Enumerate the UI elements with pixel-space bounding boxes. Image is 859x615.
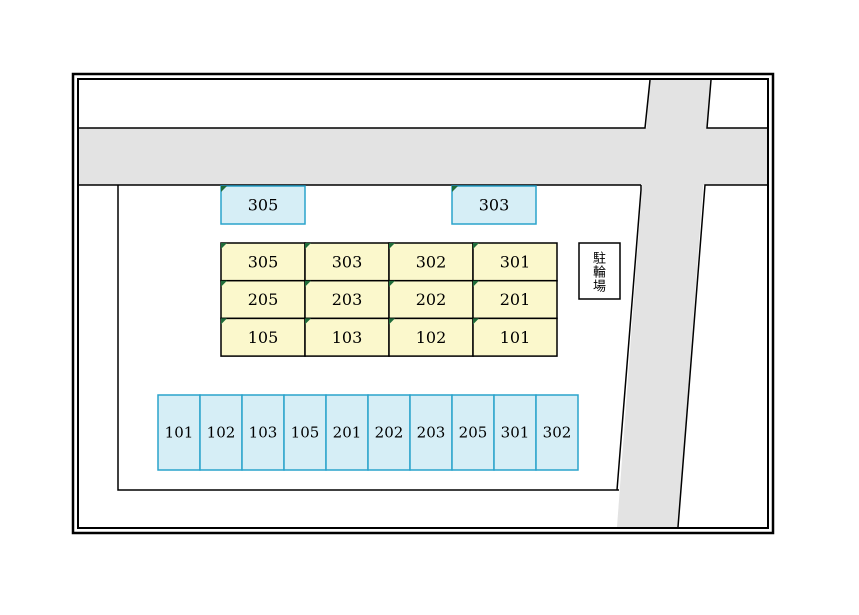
unit-cell-label: 101 (500, 328, 531, 347)
bike-parking-char-3: 場 (593, 280, 606, 295)
bottom-parking-space-box (367, 394, 411, 471)
bottom-parking-spaces: 101 102 103 105 201 202 203 205 301 302 (157, 394, 579, 471)
bike-parking: 駐 輪 場 (578, 242, 621, 300)
bottom-parking-space: 102 (199, 394, 243, 471)
top-parking-space-corner-mark (221, 186, 227, 192)
top-parking-space: 305 (220, 185, 306, 225)
unit-cell: 205 (220, 279, 306, 320)
top-parking-space-corner-mark (452, 186, 458, 192)
unit-cell-box (220, 242, 306, 282)
roads (79, 79, 767, 528)
unit-cell-corner-mark (305, 243, 311, 249)
unit-cell-label: 201 (500, 290, 531, 309)
bottom-parking-space-label: 202 (375, 424, 404, 442)
top-parking-space-box (220, 185, 306, 225)
unit-cell: 305 (220, 242, 306, 282)
unit-cell: 203 (304, 279, 390, 320)
unit-cell-label: 303 (332, 252, 363, 271)
lot-boundary-right (616, 185, 642, 491)
unit-cell: 105 (220, 317, 306, 357)
bottom-parking-space-label: 205 (459, 424, 488, 442)
unit-cell-corner-mark (221, 318, 227, 325)
bottom-parking-space: 302 (535, 394, 579, 471)
unit-cell: 302 (388, 242, 474, 282)
bottom-parking-space-box (409, 394, 453, 471)
top-parking-space: 303 (451, 185, 537, 225)
bottom-parking-space-box (241, 394, 285, 471)
bottom-parking-space: 105 (283, 394, 327, 471)
unit-cell-box (304, 242, 390, 282)
unit-cell-label: 305 (248, 252, 279, 271)
unit-cell-label: 205 (248, 290, 279, 309)
bottom-parking-space: 205 (451, 394, 495, 471)
unit-cell: 101 (472, 317, 558, 357)
unit-cell-label: 105 (248, 328, 279, 347)
unit-cell-corner-mark (473, 243, 479, 249)
bottom-parking-space-label: 302 (543, 424, 572, 442)
bottom-parking-space-box (451, 394, 495, 471)
unit-cell: 201 (472, 279, 558, 320)
unit-cell-label: 102 (416, 328, 447, 347)
unit-cell-label: 301 (500, 252, 531, 271)
bottom-parking-space: 101 (157, 394, 201, 471)
top-parking-spaces: 305 303 (220, 185, 537, 225)
unit-cell: 301 (472, 242, 558, 282)
unit-cell-corner-mark (389, 280, 395, 287)
unit-cell-corner-mark (221, 243, 227, 249)
unit-cell-box (472, 317, 558, 357)
bottom-parking-space-box (157, 394, 201, 471)
road-edge-bottom-right (677, 184, 767, 528)
unit-cell-box (304, 279, 390, 320)
bike-parking-char-2: 輪 (593, 265, 606, 281)
unit-cell-box (388, 279, 474, 320)
unit-cell-corner-mark (221, 280, 227, 287)
unit-cell-corner-mark (473, 280, 479, 287)
bottom-parking-space: 301 (493, 394, 537, 471)
unit-cell-box (472, 242, 558, 282)
unit-cell-label: 302 (416, 252, 447, 271)
bottom-parking-space-label: 203 (417, 424, 446, 442)
lot-boundary (117, 185, 619, 491)
unit-cell: 102 (388, 317, 474, 357)
bottom-parking-space-box (199, 394, 243, 471)
top-parking-space-box (451, 185, 537, 225)
unit-cell: 303 (304, 242, 390, 282)
unit-cell-label: 202 (416, 290, 447, 309)
unit-cell-label: 103 (332, 328, 363, 347)
unit-cell-corner-mark (305, 318, 311, 325)
unit-cell-corner-mark (473, 318, 479, 325)
top-parking-space-label: 305 (248, 196, 279, 215)
inner-frame (77, 78, 769, 529)
unit-cell-corner-mark (389, 318, 395, 325)
unit-cell-box (304, 317, 390, 357)
top-parking-space-label: 303 (479, 196, 510, 215)
unit-cell-box (472, 279, 558, 320)
bottom-parking-space-label: 102 (207, 424, 236, 442)
unit-cell-corner-mark (305, 280, 311, 287)
bottom-parking-space: 103 (241, 394, 285, 471)
road-edge-top-right (706, 79, 767, 129)
bottom-parking-space-label: 301 (501, 424, 530, 442)
vertical-road (617, 80, 711, 527)
bottom-parking-space-label: 201 (333, 424, 362, 442)
bottom-parking-space-label: 105 (291, 424, 320, 442)
unit-cell-corner-mark (389, 243, 395, 249)
bike-parking-box (578, 242, 621, 300)
apartment-building: 305 303 302 301 205 203 202 201 105 103 102 101 (220, 242, 558, 357)
bottom-parking-space-label: 103 (249, 424, 278, 442)
unit-cell-label: 203 (332, 290, 363, 309)
bottom-parking-space: 202 (367, 394, 411, 471)
bottom-parking-space: 203 (409, 394, 453, 471)
bike-parking-char-1: 駐 (593, 252, 606, 267)
road-edge-top-left (79, 79, 651, 129)
bottom-parking-space-box (535, 394, 579, 471)
bottom-parking-space-label: 101 (165, 424, 194, 442)
unit-cell: 103 (304, 317, 390, 357)
bottom-parking-space: 201 (325, 394, 369, 471)
unit-cell-box (220, 279, 306, 320)
unit-cell: 202 (388, 279, 474, 320)
